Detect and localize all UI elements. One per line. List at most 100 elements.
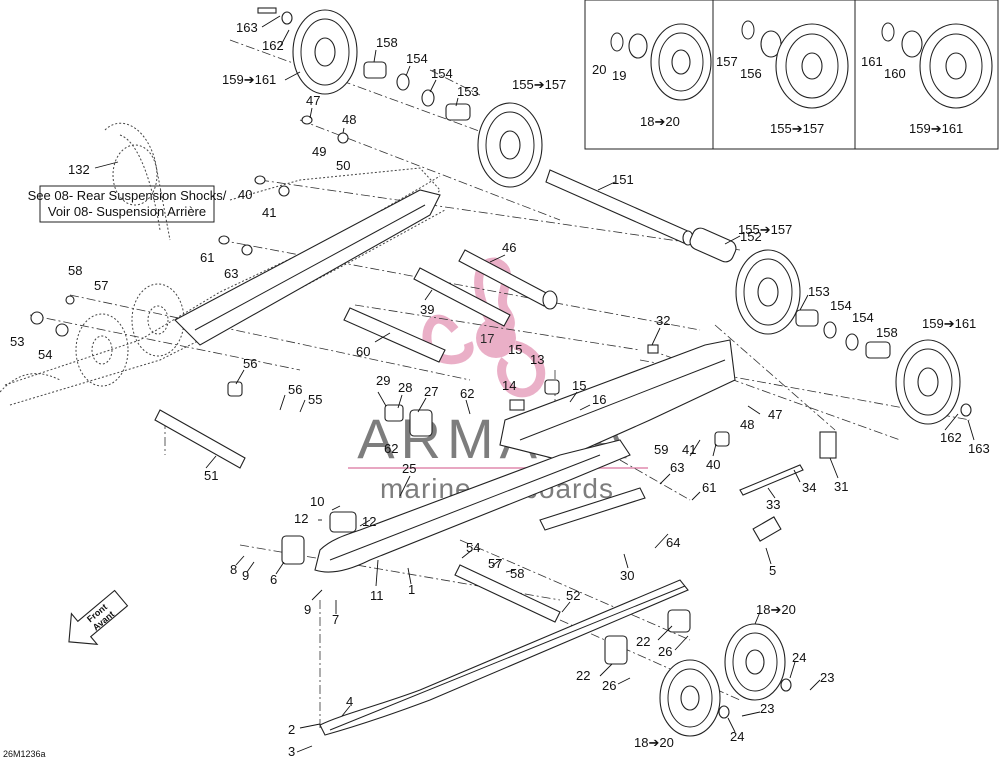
callout-9b: 9 bbox=[304, 602, 311, 617]
callout-162-right: 162 bbox=[940, 430, 962, 445]
inset1-label-18-20: 18➔20 bbox=[640, 114, 680, 129]
callout-64: 64 bbox=[666, 535, 680, 550]
callout-159-161: 159➔161 bbox=[222, 72, 276, 87]
inset1-label-20: 20 bbox=[592, 62, 606, 77]
callout-159-161-right: 159➔161 bbox=[922, 316, 976, 331]
callout-14: 14 bbox=[502, 378, 516, 393]
callout-62: 62 bbox=[460, 386, 474, 401]
wheel-18-20-lower bbox=[659, 659, 721, 737]
callout-158-right: 158 bbox=[876, 325, 898, 340]
callout-61: 61 bbox=[200, 250, 214, 265]
shaft-60 bbox=[343, 307, 446, 363]
callout-16: 16 bbox=[592, 392, 606, 407]
top-left-wheel bbox=[257, 7, 471, 121]
callout-155-157: 155➔157 bbox=[512, 77, 566, 92]
callout-12b: 12 bbox=[362, 514, 376, 529]
callout-29: 29 bbox=[376, 373, 390, 388]
upper-rail-left bbox=[174, 189, 441, 346]
callout-3: 3 bbox=[288, 744, 295, 759]
callout-63-right: 63 bbox=[670, 460, 684, 475]
callout-25: 25 bbox=[402, 461, 416, 476]
callout-27: 27 bbox=[424, 384, 438, 399]
callout-47: 47 bbox=[306, 93, 320, 108]
callout-46: 46 bbox=[502, 240, 516, 255]
shaft-51 bbox=[154, 409, 246, 469]
callout-12: 12 bbox=[294, 511, 308, 526]
callout-53: 53 bbox=[10, 334, 24, 349]
callout-23: 23 bbox=[820, 670, 834, 685]
callout-7: 7 bbox=[332, 612, 339, 627]
callout-154: 154 bbox=[406, 51, 428, 66]
callout-154-right-b: 154 bbox=[852, 310, 874, 325]
callout-31: 31 bbox=[834, 479, 848, 494]
callout-18-20-upper: 18➔20 bbox=[756, 602, 796, 617]
callout-57: 57 bbox=[94, 278, 108, 293]
callout-26b: 26 bbox=[602, 678, 616, 693]
callout-13: 13 bbox=[530, 352, 544, 367]
callout-57-lower: 57 bbox=[488, 556, 502, 571]
callout-41: 41 bbox=[262, 205, 276, 220]
callout-1: 1 bbox=[408, 582, 415, 597]
callout-153-right: 153 bbox=[808, 284, 830, 299]
inset1-label-19: 19 bbox=[612, 68, 626, 83]
callout-60: 60 bbox=[356, 344, 370, 359]
callout-32: 32 bbox=[656, 313, 670, 328]
callout-41-right: 41 bbox=[682, 442, 696, 457]
callout-56b: 56 bbox=[288, 382, 302, 397]
upper-rail-right bbox=[499, 339, 736, 531]
callout-58: 58 bbox=[68, 263, 82, 278]
callout-33: 33 bbox=[766, 497, 780, 512]
callout-155-157-right: 155➔157 bbox=[738, 222, 792, 237]
callout-30: 30 bbox=[620, 568, 634, 583]
callout-154-right-a: 154 bbox=[830, 298, 852, 313]
callout-labels: 163 162 159➔161 158 154 154 153 155➔157 … bbox=[10, 20, 990, 759]
callout-26: 26 bbox=[658, 644, 672, 659]
wheel-155-157-right bbox=[735, 249, 891, 359]
spacer-152 bbox=[689, 227, 737, 263]
inset-panel-3: 161 160 159➔161 bbox=[861, 22, 993, 136]
shaft-52 bbox=[454, 564, 561, 623]
rear-suspension-ghost bbox=[0, 122, 446, 406]
inset-panel-1: 20 19 18➔20 bbox=[592, 23, 712, 129]
callout-10: 10 bbox=[310, 494, 324, 509]
callout-39: 39 bbox=[420, 302, 434, 317]
callout-50: 50 bbox=[336, 158, 350, 173]
callout-62b: 62 bbox=[384, 441, 398, 456]
callout-5: 5 bbox=[769, 563, 776, 578]
callout-28: 28 bbox=[398, 380, 412, 395]
callout-52: 52 bbox=[566, 588, 580, 603]
inset2-label-157: 157 bbox=[716, 54, 738, 69]
callout-23b: 23 bbox=[760, 701, 774, 716]
callout-132: 132 bbox=[68, 162, 90, 177]
callout-56: 56 bbox=[243, 356, 257, 371]
callout-154: 154 bbox=[431, 66, 453, 81]
callout-47-right: 47 bbox=[768, 407, 782, 422]
callout-48: 48 bbox=[342, 112, 356, 127]
callout-24b: 24 bbox=[730, 729, 744, 744]
shaft-46 bbox=[458, 249, 558, 310]
inset-detail-box: 20 19 18➔20 157 156 155➔157 161 160 159➔… bbox=[584, 0, 999, 150]
note-line-1: See 08- Rear Suspension Shocks/ bbox=[28, 188, 227, 203]
callout-8: 8 bbox=[230, 562, 237, 577]
front-direction-arrow: Front Avant bbox=[68, 589, 129, 645]
callout-40: 40 bbox=[238, 187, 252, 202]
callout-55: 55 bbox=[308, 392, 322, 407]
callout-58-lower: 58 bbox=[510, 566, 524, 581]
shaft-39 bbox=[413, 267, 511, 327]
callout-63: 63 bbox=[224, 266, 238, 281]
note-line-2: Voir 08- Suspension Arrière bbox=[48, 204, 206, 219]
figure-code: 26M1236a bbox=[3, 749, 46, 759]
callout-34: 34 bbox=[802, 480, 816, 495]
callout-17: 17 bbox=[480, 331, 494, 346]
inset3-label-160: 160 bbox=[884, 66, 906, 81]
inset3-label-159-161: 159➔161 bbox=[909, 121, 963, 136]
callout-15b: 15 bbox=[572, 378, 586, 393]
main-rail-1 bbox=[314, 439, 631, 573]
inset-panel-2: 157 156 155➔157 bbox=[716, 20, 849, 136]
callout-153: 153 bbox=[457, 84, 479, 99]
callout-24: 24 bbox=[792, 650, 806, 665]
shaft-33 bbox=[739, 464, 804, 496]
hardware-pieces bbox=[30, 115, 837, 719]
leader-lines bbox=[94, 15, 975, 753]
slide-rail-2 bbox=[319, 579, 689, 736]
